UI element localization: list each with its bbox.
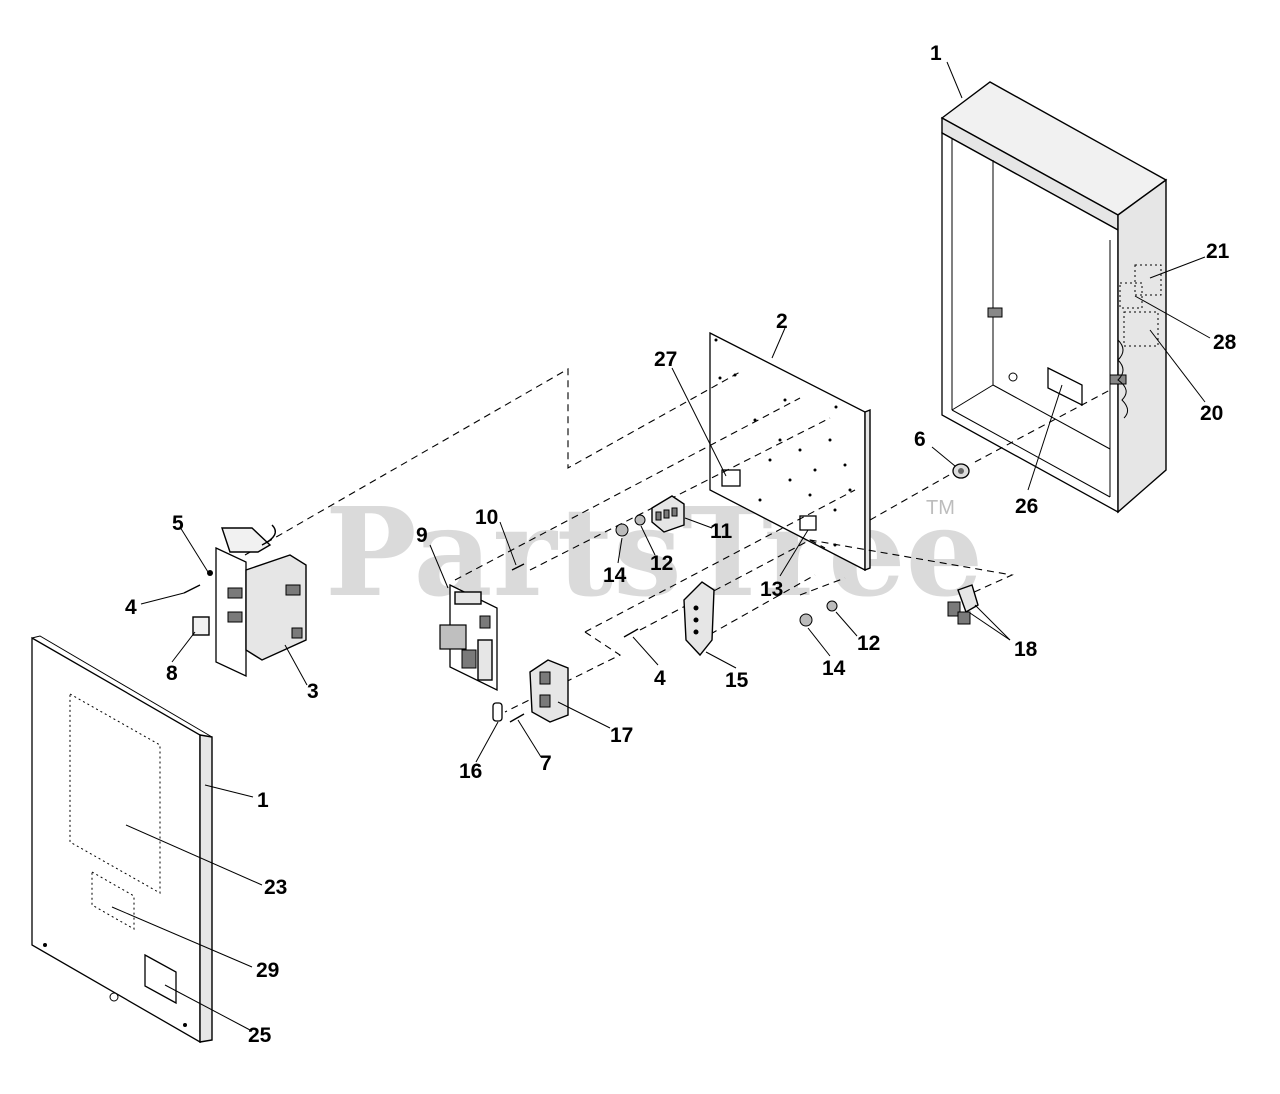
washer-12-icon (826, 600, 838, 612)
callout-11: 11 (710, 520, 733, 543)
screw-4-icon (623, 628, 639, 638)
callout-25: 25 (248, 1024, 272, 1047)
label-8-icon (192, 616, 210, 636)
callout-14-upper: 14 (603, 564, 627, 587)
callout-3: 3 (307, 680, 319, 703)
callout-27: 27 (654, 348, 677, 371)
screw-5-icon (207, 570, 213, 576)
callout-9: 9 (416, 524, 428, 547)
callout-16: 16 (459, 760, 482, 783)
screw-7-icon (509, 713, 525, 723)
fuse-16-icon (492, 702, 503, 722)
callout-7: 7 (540, 752, 552, 775)
callout-17: 17 (610, 724, 633, 747)
callout-12-upper: 12 (650, 552, 673, 575)
enclosure-door (31, 635, 213, 1044)
callout-6: 6 (914, 428, 926, 451)
callout-4-left: 4 (125, 596, 137, 619)
callout-26: 26 (1015, 495, 1038, 518)
callout-29: 29 (256, 959, 279, 982)
nut-14-icon (799, 613, 813, 627)
transfer-switch-3-icon (215, 524, 307, 678)
watermark-text: PartsTree (325, 480, 983, 624)
callout-23: 23 (264, 876, 287, 899)
callout-8: 8 (166, 662, 178, 685)
callout-28: 28 (1213, 331, 1237, 354)
terminal-lug-18-icon (947, 584, 979, 625)
callout-labels: 1 21 28 20 26 6 18 2 27 11 12 14 13 12 1… (125, 42, 1237, 1047)
terminal-block-11-icon (651, 495, 685, 533)
enclosure-box (940, 81, 1168, 514)
callout-1-door: 1 (257, 789, 269, 812)
washer-12-icon (634, 514, 646, 526)
mounting-panel (709, 331, 871, 572)
callout-13: 13 (760, 578, 783, 601)
watermark-tm: TM (926, 497, 955, 519)
callout-14-lower: 14 (822, 657, 846, 680)
callout-5: 5 (172, 512, 184, 535)
callout-21: 21 (1206, 240, 1230, 263)
callout-leader-lines (111, 61, 1211, 1031)
callout-4-mid: 4 (654, 667, 666, 690)
callout-12-lower: 12 (857, 632, 880, 655)
connector-15-icon (683, 581, 715, 657)
circuit-board-9-icon (439, 583, 498, 692)
callout-1-enclosure: 1 (930, 42, 942, 65)
stud-icon (987, 307, 1003, 318)
screw-10-icon (511, 563, 525, 571)
nut-14-icon (615, 523, 629, 537)
callout-10: 10 (475, 506, 498, 529)
fuse-holder-17-icon (529, 659, 569, 723)
screw-4-icon (183, 584, 201, 594)
callout-15: 15 (725, 669, 749, 692)
assembly-guide-lines (244, 368, 1111, 713)
callout-20: 20 (1200, 402, 1223, 425)
callout-18: 18 (1014, 638, 1038, 661)
callout-2: 2 (776, 310, 788, 333)
nut-6-icon (952, 463, 970, 479)
